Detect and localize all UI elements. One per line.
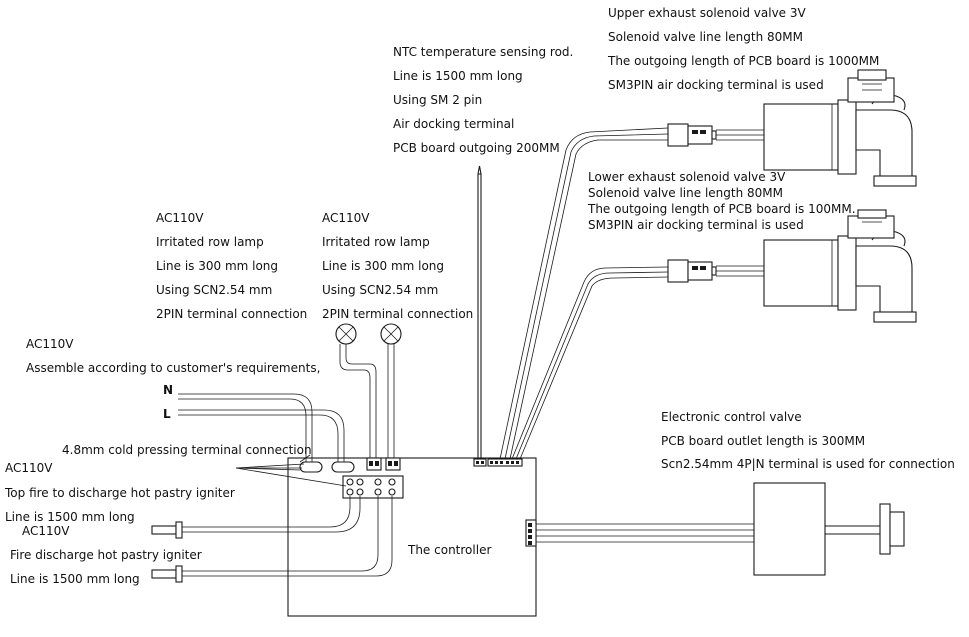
lower-valve-wires xyxy=(511,266,669,460)
controller-label: The controller xyxy=(407,543,491,557)
upper-valve-plug xyxy=(667,123,764,147)
lower-valve-line-2: Solenoid valve line length 80MM xyxy=(588,186,783,200)
controller-box xyxy=(287,457,537,617)
lower-valve-line-3: The outgoing length of PCB board is 100M… xyxy=(587,202,856,216)
upper-valve-wires xyxy=(499,127,669,460)
valve-connector xyxy=(487,458,523,467)
igniter-top xyxy=(151,496,361,539)
power-line-1: AC110V xyxy=(26,337,74,351)
lamp2-line-3: Line is 300 mm long xyxy=(322,259,444,273)
igniter-bottom-line-3: Line is 1500 mm long xyxy=(10,572,140,586)
power-line-2: Assemble according to customer's require… xyxy=(26,361,320,375)
lamp2-line-4: Using SCN2.54 mm xyxy=(322,283,438,297)
igniter-bottom-line-2: Fire discharge hot pastry igniter xyxy=(10,548,202,562)
control-valve-line-3: Scn2.54mm 4P|N terminal is used for conn… xyxy=(661,457,955,471)
igniter-top-line-2: Top fire to discharge hot pastry igniter xyxy=(4,486,235,500)
lamp1-line-3: Line is 300 mm long xyxy=(156,259,278,273)
ntc-line-2: Line is 1500 mm long xyxy=(393,69,523,83)
ntc-connector xyxy=(473,458,487,467)
control-valve-line-2: PCB board outlet length is 300MM xyxy=(661,434,865,448)
cold-press-terminals xyxy=(299,461,355,473)
igniter-top-line-3: Line is 1500 mm long xyxy=(5,510,135,524)
igniter-terminals xyxy=(342,475,404,499)
upper-valve-line-4: SM3PIN air docking terminal is used xyxy=(608,78,824,92)
upper-valve-line-1: Upper exhaust solenoid valve 3V xyxy=(608,6,807,20)
lamp-connector-left xyxy=(366,457,382,471)
igniter-top-line-1: AC110V xyxy=(5,461,53,475)
control-valve-connector xyxy=(525,519,537,547)
electronic-control-valve xyxy=(753,482,905,576)
lamp-connector-right xyxy=(385,457,401,471)
leader-lines xyxy=(235,454,347,487)
upper-valve-line-3: The outgoing length of PCB board is 1000… xyxy=(607,54,879,68)
lamp1-line-4: Using SCN2.54 mm xyxy=(156,283,272,297)
lower-valve-line-4: SM3PIN air docking terminal is used xyxy=(588,218,804,232)
cold-press-label: 4.8mm cold pressing terminal connection xyxy=(62,443,312,457)
ntc-line-4: Air docking terminal xyxy=(393,117,514,131)
lamp-left xyxy=(335,323,377,458)
lower-solenoid-valve xyxy=(763,209,917,323)
lamp2-line-5: 2PIN terminal connection xyxy=(322,307,473,321)
igniter-bottom xyxy=(151,496,393,583)
n-label: N xyxy=(163,383,173,397)
l-label: L xyxy=(163,407,171,421)
lamp2-line-1: AC110V xyxy=(322,211,370,225)
igniter-bottom-line-1: AC110V xyxy=(22,524,70,538)
ntc-line-1: NTC temperature sensing rod. xyxy=(393,45,573,59)
lamp1-line-5: 2PIN terminal connection xyxy=(156,307,307,321)
lamp1-line-1: AC110V xyxy=(156,211,204,225)
ntc-line-5: PCB board outgoing 200MM xyxy=(393,141,560,155)
control-valve-line-1: Electronic control valve xyxy=(661,410,802,424)
upper-solenoid-valve xyxy=(763,69,917,187)
lower-valve-line-1: Lower exhaust solenoid valve 3V xyxy=(588,170,786,184)
lamp1-line-2: Irritated row lamp xyxy=(156,235,264,249)
ntc-probe xyxy=(477,165,482,459)
nl-power-wires xyxy=(178,393,345,462)
upper-valve-line-2: Solenoid valve line length 80MM xyxy=(608,30,803,44)
ntc-line-3: Using SM 2 pin xyxy=(393,93,482,107)
lamp-right xyxy=(380,323,402,458)
lower-valve-plug xyxy=(667,259,764,283)
control-valve-wires xyxy=(536,523,754,543)
lamp2-line-2: Irritated row lamp xyxy=(322,235,430,249)
